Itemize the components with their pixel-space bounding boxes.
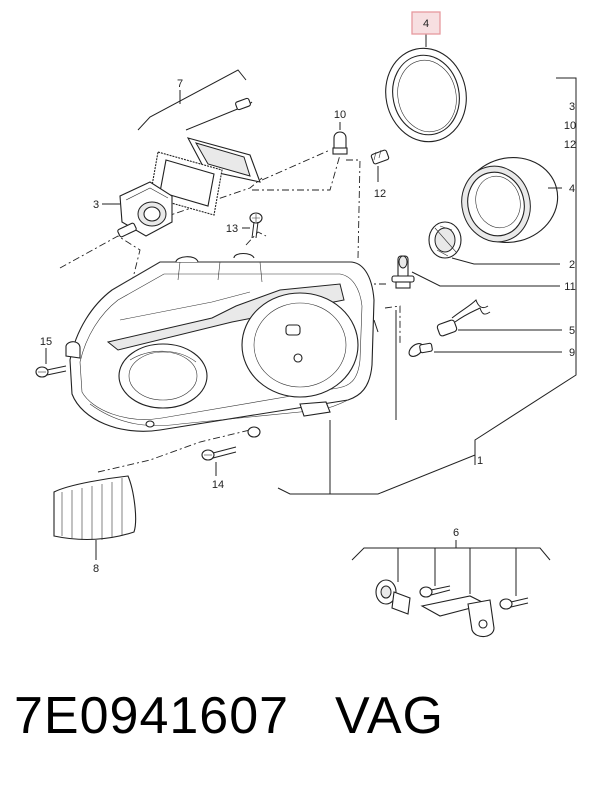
parking-bulb — [332, 122, 348, 155]
callout-1: 1 — [477, 455, 483, 467]
side-marker-bulb — [408, 342, 562, 357]
exploded-parts-diagram: 4 7 10 3 10 12 4 12 3 13 2 11 5 15 9 1 1… — [35, 11, 577, 638]
callout-11: 11 — [564, 281, 575, 293]
bulb-connector — [370, 149, 390, 182]
callout-7: 7 — [177, 78, 183, 90]
callout-2: 2 — [569, 259, 575, 271]
callout-3-left: 3 — [93, 199, 99, 211]
leveling-motor — [102, 181, 173, 238]
callout-12-right: 12 — [564, 139, 576, 151]
bulb-holder — [428, 221, 560, 265]
callout-13: 13 — [226, 223, 238, 235]
bulb-socket-wiring — [436, 299, 562, 337]
headlight-housing — [65, 252, 379, 438]
halogen-bulb — [391, 255, 560, 289]
screw-13 — [242, 212, 263, 239]
callout-4-top: 4 — [423, 18, 429, 30]
screw-15 — [35, 348, 67, 378]
group-bracket-6 — [351, 540, 551, 596]
brand-label: VAG — [335, 687, 445, 745]
callout-4-right: 4 — [569, 183, 575, 195]
callout-10-right: 10 — [564, 120, 576, 132]
callout-10-top: 10 — [334, 109, 346, 121]
callout-9: 9 — [569, 347, 575, 359]
callout-14: 14 — [212, 479, 224, 491]
callout-4-highlight — [411, 11, 441, 35]
callout-labels: 4 7 10 3 10 12 4 12 3 13 2 11 5 15 9 1 1… — [40, 18, 576, 575]
bulb-cover-ring-top — [385, 34, 467, 143]
group-bracket-7 — [137, 69, 247, 131]
callout-3-right: 3 — [569, 101, 575, 113]
screw-14 — [201, 446, 237, 476]
mounting-kit — [375, 579, 529, 638]
callout-15: 15 — [40, 336, 52, 348]
assembly-bracket-lines — [277, 77, 577, 495]
headlight-cap — [461, 157, 562, 243]
part-footer: 7E0941607 VAG — [14, 686, 586, 758]
part-number: 7E0941607 — [14, 687, 290, 745]
side-reflector — [53, 475, 137, 560]
callout-6: 6 — [453, 527, 459, 539]
callout-5: 5 — [569, 325, 575, 337]
callout-8: 8 — [93, 563, 99, 575]
callout-12-top: 12 — [374, 188, 386, 200]
